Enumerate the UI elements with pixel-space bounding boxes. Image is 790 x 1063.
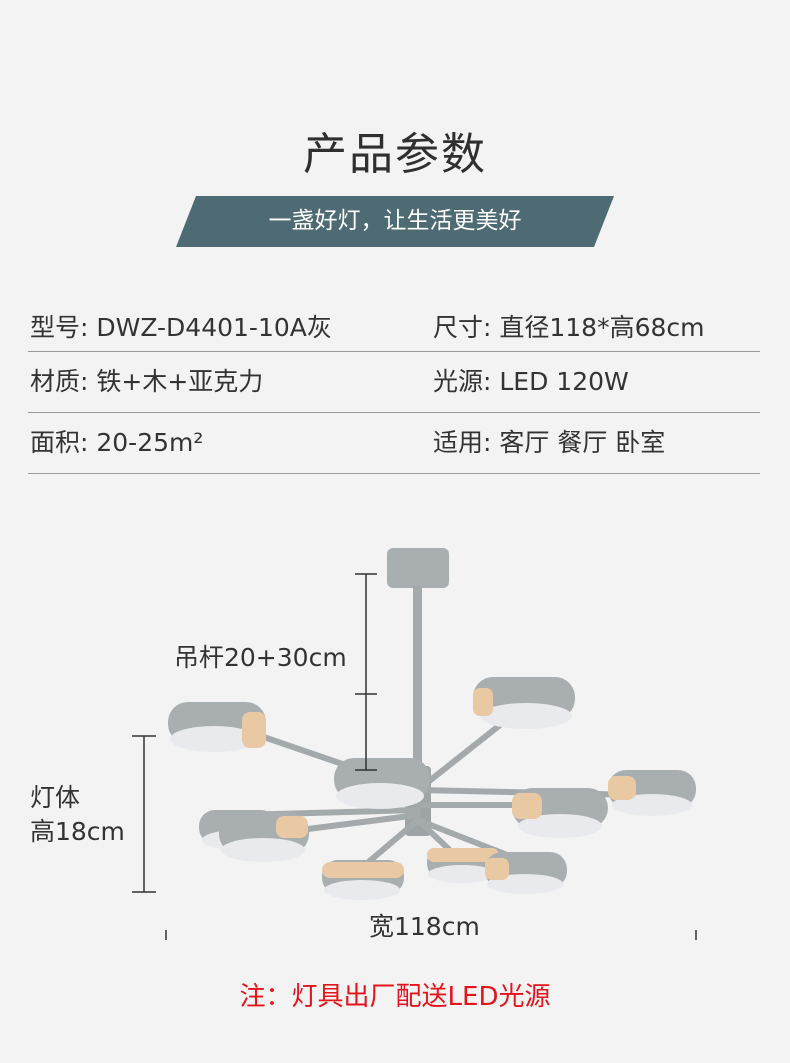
spec-row: 材质: 铁+木+亚克力 光源: LED 120W (28, 352, 760, 413)
spec-row: 面积: 20-25m² 适用: 客厅 餐厅 卧室 (28, 413, 760, 474)
spec-size: 尺寸: 直径118*高68cm (433, 313, 705, 342)
chandelier-illustration: 吊杆20+30cm 灯体 高18cm 宽118cm (0, 540, 790, 960)
lamp-disk (322, 860, 404, 900)
slogan-text: 一盏好灯，让生活更美好 (268, 208, 522, 234)
spec-row: 型号: DWZ-D4401-10A灰 尺寸: 直径118*高68cm (28, 298, 760, 352)
spec-model: 型号: DWZ-D4401-10A灰 (30, 313, 332, 342)
spec-light-source: 光源: LED 120W (433, 367, 629, 396)
light-source-note: 注：灯具出厂配送LED光源 (239, 982, 551, 1012)
spec-usage: 适用: 客厅 餐厅 卧室 (433, 428, 666, 457)
width-dimension-label: 宽118cm (369, 912, 480, 941)
spec-material: 材质: 铁+木+亚克力 (30, 367, 264, 396)
rod-dimension-label: 吊杆20+30cm (174, 643, 347, 672)
slogan-banner: 一盏好灯，让生活更美好 (176, 196, 614, 247)
ceiling-canopy (387, 548, 449, 588)
body-dimension-label-line2: 高18cm (30, 817, 125, 846)
lamp-disk (219, 812, 309, 862)
spec-area: 面积: 20-25m² (30, 428, 204, 457)
lamp-disk (608, 770, 696, 816)
banner-shape (176, 196, 614, 247)
lamp-disk (473, 677, 575, 729)
chandelier-drawing (132, 548, 697, 960)
spec-table: 型号: DWZ-D4401-10A灰 尺寸: 直径118*高68cm 材质: 铁… (28, 298, 760, 474)
lamp-disk (485, 852, 567, 894)
hanging-rod (413, 586, 422, 766)
page-title: 产品参数 (303, 129, 487, 180)
lamp-disk (512, 788, 608, 838)
lamp-disk (168, 702, 266, 752)
lamp-disk (427, 848, 499, 883)
body-dimension-label-line1: 灯体 (30, 783, 81, 812)
lamp-disk (334, 758, 430, 809)
